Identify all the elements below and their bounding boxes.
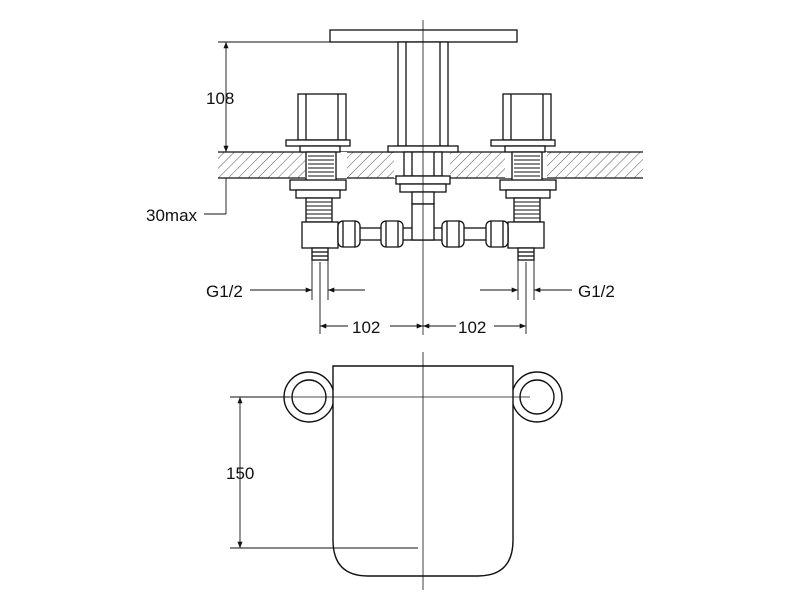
dimension-thread-left-label: G1/2 [206, 282, 243, 301]
dimension-spacing [319, 262, 527, 334]
dimension-depth-label: 150 [226, 464, 254, 483]
dimension-thread-right-label: G1/2 [578, 282, 615, 301]
dimension-height [218, 41, 330, 153]
left-handle [285, 93, 351, 185]
right-handle [490, 93, 556, 185]
right-threaded-shank [499, 155, 557, 223]
right-valve-body [507, 221, 545, 261]
connecting-pipework [337, 203, 509, 248]
dimension-deck-thickness [204, 178, 227, 215]
dimension-depth [230, 396, 418, 549]
left-threaded-shank [289, 155, 347, 223]
plan-view [283, 352, 563, 590]
front-elevation-view [218, 20, 643, 335]
dimension-height-label: 108 [206, 89, 234, 108]
left-valve-body [301, 221, 339, 261]
dimension-deck-thickness-label: 30max [146, 206, 198, 225]
dimension-thread-left [250, 260, 365, 300]
dimension-spacing-left-label: 102 [352, 318, 380, 337]
dimension-spacing-right-label: 102 [458, 318, 486, 337]
dimension-thread-right [480, 260, 572, 300]
